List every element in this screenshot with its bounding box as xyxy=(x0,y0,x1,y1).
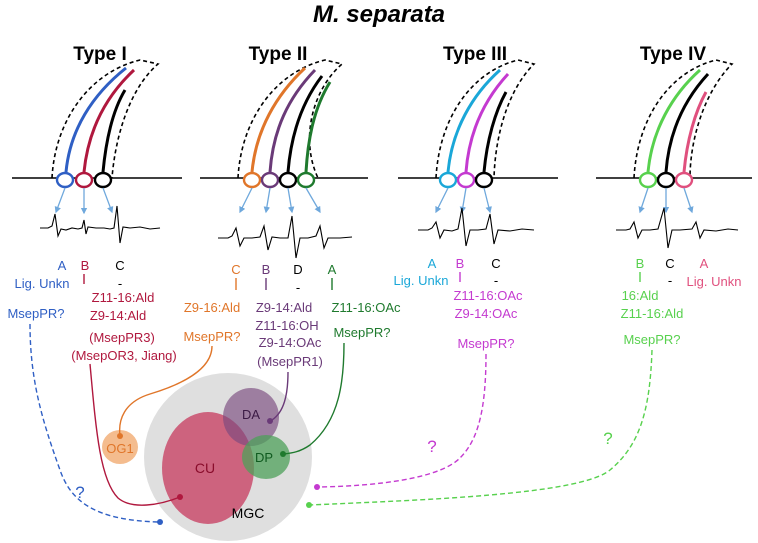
type-3-label: Type III xyxy=(443,44,507,65)
t3-b-line-2: Z9-14:OAc xyxy=(455,306,518,321)
t4-a-ligand: Lig. Unkn xyxy=(687,274,742,289)
dp-glomerulus xyxy=(242,435,290,479)
t4-b-line-1: 16:Ald xyxy=(622,288,659,303)
t4-a-letter: A xyxy=(700,256,709,271)
t3-b-line-3: MsepPR? xyxy=(457,336,514,351)
type-4-labels: B 16:Ald Z11-16:Ald MsepPR? C - A Lig. U… xyxy=(603,256,741,448)
t1-c-letter: C xyxy=(115,258,124,273)
t1-c-dash: - xyxy=(118,276,122,291)
t1-b-line-2: Z9-14:Ald xyxy=(90,308,146,323)
t4-question: ? xyxy=(603,429,612,448)
t2-d-letter: D xyxy=(293,262,302,277)
t2-a-letter: A xyxy=(328,262,337,277)
type-1-sensillum xyxy=(12,59,182,244)
t2-b-line-1: Z9-14:Ald xyxy=(256,300,312,315)
t3-b-letter: B xyxy=(456,256,465,271)
og1-label: OG1 xyxy=(106,441,133,456)
t4-b-line-3: MsepPR? xyxy=(623,332,680,347)
type-2-label: Type II xyxy=(249,44,308,65)
type-4-label: Type IV xyxy=(640,44,706,65)
t3-c-dash: - xyxy=(494,273,498,288)
t3-a-ligand: Lig. Unkn xyxy=(394,273,449,288)
t4-c-dash: - xyxy=(668,273,672,288)
t1-b-line-4: (MsepOR3, Jiang) xyxy=(71,348,176,363)
og1-glomerulus xyxy=(102,430,138,464)
t4-c-letter: C xyxy=(665,256,674,271)
cu-glomerulus xyxy=(162,412,254,524)
t2-b-line-4: (MsepPR1) xyxy=(257,354,323,369)
type-1-labels: A Lig. Unkn B Z11-16:Ald Z9-14:Ald (Msep… xyxy=(7,258,176,502)
mgc-label: MGC xyxy=(232,505,265,521)
type-3-sensillum xyxy=(398,59,558,247)
type-2-labels: C Z9-16:Ald MsepPR? B Z9-14:Ald Z11-16:O… xyxy=(183,262,401,369)
t1-b-line-3: (MsepPR3) xyxy=(89,330,155,345)
t2-c-line-1: Z9-16:Ald xyxy=(184,300,240,315)
cu-label: CU xyxy=(195,460,215,476)
t2-c-letter: C xyxy=(231,262,240,277)
type-4-sensillum xyxy=(596,59,752,249)
t1-b-letter: B xyxy=(81,258,90,273)
antennal-lobe: OG1 CU DA DP MGC xyxy=(102,373,312,541)
projection-lines xyxy=(29,323,653,525)
t2-a-line-1: Z11-16:OAc xyxy=(331,300,401,315)
dp-label: DP xyxy=(255,450,273,465)
t2-b-line-3: Z9-14:OAc xyxy=(259,335,322,350)
t1-receptor: MsepPR? xyxy=(7,306,64,321)
da-glomerulus xyxy=(223,388,279,446)
t2-b-line-2: Z11-16:OH xyxy=(255,318,318,333)
t2-c-line-2: MsepPR? xyxy=(183,329,240,344)
t1-a-ligand: Lig. Unkn xyxy=(15,276,70,291)
t3-b-line-1: Z11-16:OAc xyxy=(453,288,523,303)
t3-a-letter: A xyxy=(428,256,437,271)
t3-question: ? xyxy=(427,437,436,456)
t1-a-letter: A xyxy=(58,258,67,273)
t2-b-letter: B xyxy=(262,262,271,277)
type-2-sensillum xyxy=(200,59,368,259)
type-1-label: Type I xyxy=(73,44,127,65)
t2-a-line-2: MsepPR? xyxy=(333,325,390,340)
t4-b-letter: B xyxy=(636,256,645,271)
t1-question: ? xyxy=(75,483,84,502)
t4-b-line-2: Z11-16:Ald xyxy=(621,306,684,321)
da-label: DA xyxy=(242,407,260,422)
t2-d-dash: - xyxy=(296,280,300,295)
t1-b-line-1: Z11-16:Ald xyxy=(92,290,155,305)
figure-title: M. separata xyxy=(313,1,445,28)
type-3-labels: A Lig. Unkn B Z11-16:OAc Z9-14:OAc MsepP… xyxy=(394,256,524,456)
t3-c-letter: C xyxy=(491,256,500,271)
